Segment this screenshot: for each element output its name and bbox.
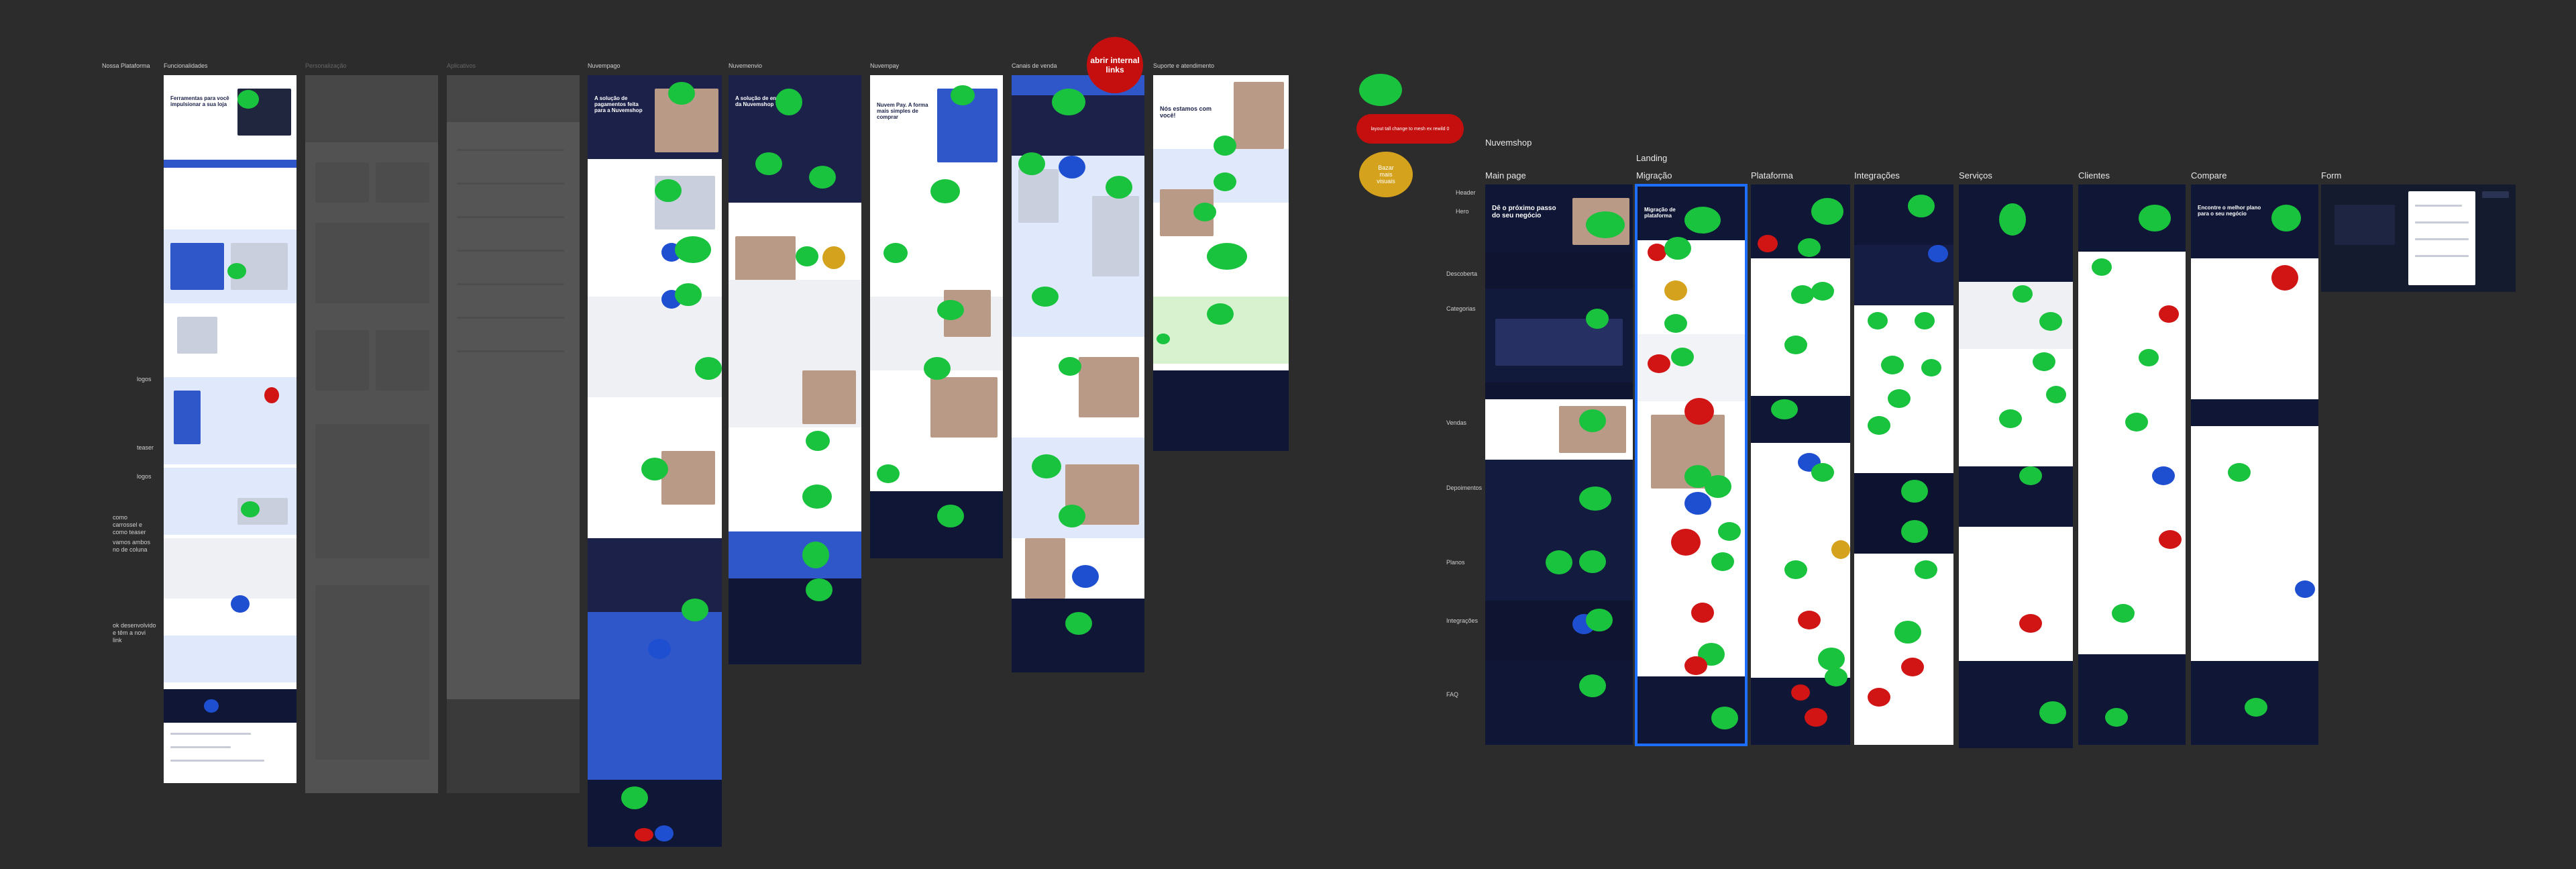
hero-title: A solução de pagamentos feita para a Nuv… xyxy=(594,95,643,113)
landing-note-header: Header xyxy=(1456,189,1476,196)
frame-nuvemenvio[interactable]: A solução de envios da Nuvemshop xyxy=(729,75,861,664)
landing-note-categorias: Categorias xyxy=(1446,305,1476,312)
frame-integracoes[interactable] xyxy=(1854,185,1953,745)
legend-red: layout tall change to mesh ex rewild 0 xyxy=(1356,114,1464,144)
frame-servicos[interactable] xyxy=(1959,185,2073,748)
legend-green xyxy=(1359,74,1402,106)
frame-suporte[interactable]: Nós estamos com você! xyxy=(1153,75,1289,451)
note-logos: logos xyxy=(137,376,152,382)
note-teaser: teaser xyxy=(137,444,154,451)
title-migracao: Migração xyxy=(1636,170,1672,181)
label-personalizacao: Personalização xyxy=(305,62,347,69)
hero-title: Migração de plataforma xyxy=(1644,207,1676,219)
label-aplicativos: Aplicativos xyxy=(447,62,476,69)
label-suporte: Suporte e atendimento xyxy=(1153,62,1215,69)
hero-title: Dê o próximo passo do seu negócio xyxy=(1492,205,1556,219)
hero-title: Nuvem Pay. A forma mais simples de compr… xyxy=(877,102,928,120)
frame-migracao[interactable]: Migração de plataforma xyxy=(1635,184,1748,746)
label-canais-de-venda: Canais de venda xyxy=(1012,62,1057,69)
hero-title: Nós estamos com você! xyxy=(1160,105,1212,119)
annotation-bubble: abrir internal links xyxy=(1087,37,1143,93)
frame-nuvempago[interactable]: A solução de pagamentos feita para a Nuv… xyxy=(588,75,722,847)
title-servicos: Serviços xyxy=(1959,170,1992,181)
frame-clientes[interactable] xyxy=(2078,185,2186,745)
title-form: Form xyxy=(2321,170,2342,181)
label-nuvempay: Nuvempay xyxy=(870,62,900,69)
title-main-page: Main page xyxy=(1485,170,1526,181)
legend-gold: Bazar mais visuais xyxy=(1359,152,1413,197)
landing-note-integracoes: Integrações xyxy=(1446,617,1479,624)
hero-title: Encontre o melhor plano para o seu negóc… xyxy=(2198,205,2261,217)
landing-note-vendas: Vendas xyxy=(1446,419,1467,426)
frame-personalizacao[interactable] xyxy=(305,75,438,793)
label-nossa-plataforma: Nossa Plataforma xyxy=(102,62,150,69)
landing-note-hero: Hero xyxy=(1456,208,1469,215)
title-compare: Compare xyxy=(2191,170,2227,181)
note-carrossel: como carrossel e como teaser xyxy=(113,514,146,535)
landing-note-faq: FAQ xyxy=(1446,691,1459,698)
title-integracoes: Integrações xyxy=(1854,170,1900,181)
note-logos-2: logos xyxy=(137,473,152,480)
note-vamos-ambos: vamos ambos no de coluna xyxy=(113,539,151,553)
frame-compare[interactable]: Encontre o melhor plano para o seu negóc… xyxy=(2191,185,2318,745)
label-funcionalidades: Funcionalidades xyxy=(164,62,208,69)
label-nuvempago: Nuvempago xyxy=(588,62,621,69)
frame-aplicativos[interactable] xyxy=(447,75,580,793)
frame-canais-de-venda[interactable] xyxy=(1012,75,1144,672)
frame-funcionalidades[interactable]: Ferramentas para você impulsionar a sua … xyxy=(164,75,297,783)
landing-note-descoberta: Descoberta xyxy=(1446,270,1478,277)
frame-main-page[interactable]: Dê o próximo passo do seu negócio xyxy=(1485,185,1633,745)
note-desenvolvido: ok desenvolvido e têm a novi link xyxy=(113,622,156,644)
title-nuvemshop: Nuvemshop xyxy=(1485,138,1532,148)
title-clientes: Clientes xyxy=(2078,170,2110,181)
landing-note-planos: Planos xyxy=(1446,559,1465,566)
landing-note-depoimentos: Depoimentos xyxy=(1446,484,1483,491)
title-plataforma: Plataforma xyxy=(1751,170,1793,181)
frame-form[interactable] xyxy=(2321,185,2516,292)
hero-title: Ferramentas para você impulsionar a sua … xyxy=(170,95,229,107)
frame-nuvempay[interactable]: Nuvem Pay. A forma mais simples de compr… xyxy=(870,75,1003,558)
title-landing: Landing xyxy=(1636,153,1668,163)
hero-title: A solução de envios da Nuvemshop xyxy=(735,95,788,107)
frame-plataforma[interactable] xyxy=(1751,185,1850,745)
label-nuvemenvio: Nuvemenvio xyxy=(729,62,763,69)
